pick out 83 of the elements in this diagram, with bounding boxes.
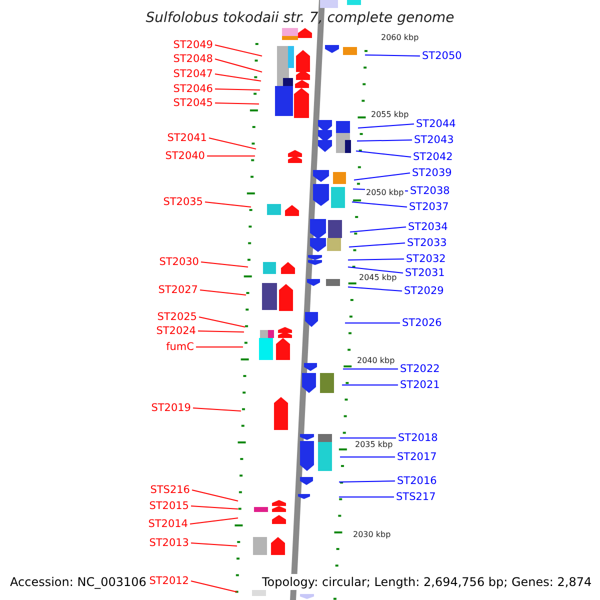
- gene-label: ST2049: [173, 37, 213, 53]
- gene-label: ST2031: [405, 265, 445, 281]
- gene-label: ST2021: [400, 377, 440, 393]
- gene-label: ST2048: [173, 51, 213, 67]
- gene-label: ST2012: [149, 573, 189, 589]
- gene-label: STS217: [396, 489, 436, 505]
- gene-label: ST2030: [159, 254, 199, 270]
- gene-label: ST2024: [156, 323, 196, 339]
- leader-line: [338, 480, 396, 482]
- title: Sulfolobus tokodaii str. 7, complete genome: [144, 9, 456, 27]
- leader-line: [214, 102, 260, 104]
- leader-line: [190, 542, 238, 546]
- gene-label: ST2032: [406, 251, 446, 267]
- scale-label: 2045 kbp: [358, 273, 398, 283]
- leader-line: [196, 346, 244, 348]
- leader-line: [338, 496, 394, 498]
- gene-label: STS216: [150, 482, 190, 498]
- gene-label: ST2015: [149, 498, 189, 514]
- leader-line: [214, 58, 262, 72]
- gene-label: ST2027: [158, 282, 198, 298]
- leader-line: [358, 124, 414, 128]
- gene-label: ST2018: [398, 430, 438, 446]
- leader-line: [198, 316, 246, 328]
- gene-label: ST2033: [407, 235, 447, 251]
- gene-label: ST2045: [173, 95, 213, 111]
- footer-text: Accession: NC_003106: [10, 574, 146, 590]
- gene-label: ST2025: [157, 309, 197, 325]
- gene-label: ST2035: [163, 194, 203, 210]
- gene-label: ST2050: [422, 48, 462, 64]
- scale-label: 2060 kbp: [380, 33, 420, 43]
- gene-label: ST2043: [414, 132, 454, 148]
- leader-line: [348, 286, 402, 292]
- gene-label: ST2019: [151, 400, 191, 416]
- leader-line: [190, 518, 238, 524]
- leader-line: [352, 202, 408, 208]
- footer-text: Topology: circular; Length: 2,694,756 bp; Genes: 2,874: [262, 574, 592, 590]
- gene-label: ST2037: [409, 199, 449, 215]
- scale-label: 2040 kbp: [356, 356, 396, 366]
- leader-line: [350, 226, 406, 232]
- gene-label: ST2047: [173, 66, 213, 82]
- gene-label: ST2046: [173, 81, 213, 97]
- gene-label: ST2029: [404, 283, 444, 299]
- leader-line: [204, 202, 252, 208]
- leader-line: [208, 138, 256, 150]
- leader-line: [342, 384, 398, 386]
- gene-label: fumC: [166, 339, 194, 355]
- gene-label: ST2026: [402, 315, 442, 331]
- leader-line: [342, 368, 398, 370]
- leader-line: [364, 54, 420, 56]
- leader-line: [200, 262, 248, 268]
- gene-label: ST2016: [397, 473, 437, 489]
- leader-line: [192, 408, 242, 412]
- leader-line: [214, 44, 262, 56]
- scale-label: 2035 kbp: [354, 440, 394, 450]
- gene-label: ST2041: [167, 130, 207, 146]
- gene-label: ST2022: [400, 361, 440, 377]
- leader-line: [344, 322, 400, 324]
- leader-line: [356, 150, 412, 158]
- gene-label: ST2014: [148, 516, 188, 532]
- gene-label: ST2034: [408, 219, 448, 235]
- leader-line: [190, 580, 238, 592]
- leader-line: [348, 266, 404, 274]
- leader-line: [356, 140, 412, 142]
- leader-line: [192, 490, 238, 502]
- leader-line: [354, 172, 410, 180]
- scale-label: 2050 kbp: [365, 188, 405, 198]
- leader-line: [190, 506, 238, 510]
- gene-label: ST2042: [413, 149, 453, 165]
- leader-line: [200, 290, 246, 296]
- scale-label: 2030 kbp: [352, 530, 392, 540]
- leader-line: [348, 242, 406, 248]
- gene-label: ST2013: [149, 535, 189, 551]
- leader-line: [198, 330, 244, 332]
- gene-label: ST2038: [410, 183, 450, 199]
- gene-label: ST2017: [397, 449, 437, 465]
- gene-label: ST2040: [165, 148, 205, 164]
- leader-line: [348, 258, 404, 260]
- leader-line: [214, 74, 262, 82]
- scale-label: 2055 kbp: [370, 110, 410, 120]
- gene-label: ST2044: [416, 116, 456, 132]
- leader-line: [340, 456, 396, 458]
- leader-line: [214, 88, 260, 90]
- gene-label: ST2039: [412, 165, 452, 181]
